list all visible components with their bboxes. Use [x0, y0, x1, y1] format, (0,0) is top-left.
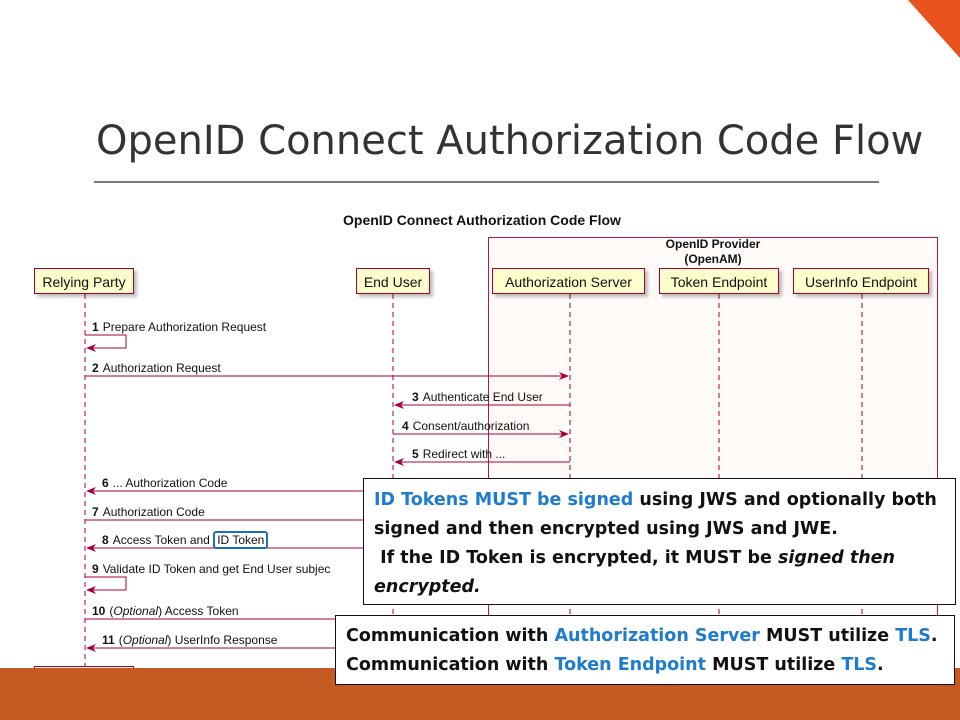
diagram-title: OpenID Connect Authorization Code Flow: [343, 212, 621, 228]
callout1-line3: If the ID Token is encrypted, it MUST be…: [374, 548, 895, 568]
callout-tls-requirement: Communication with Authorization Server …: [335, 615, 955, 685]
id-token-highlight: ID Token: [213, 531, 269, 549]
corner-accent: [908, 0, 960, 58]
participant-end-user: End User: [356, 268, 430, 294]
callout2-line2: Communication with Token Endpoint MUST u…: [346, 655, 884, 675]
title-divider: [94, 181, 879, 183]
callout1-line4: encrypted.: [374, 577, 481, 597]
callout2-line1: Communication with Authorization Server …: [346, 626, 938, 646]
callout-id-token-signing: ID Tokens MUST be signed using JWS and o…: [363, 478, 956, 605]
participant-token-endpoint: Token Endpoint: [659, 268, 779, 294]
participant-relying-party: Relying Party: [34, 268, 134, 294]
message-11-label: 11(Optional) UserInfo Response: [102, 633, 278, 647]
callout1-line1: ID Tokens MUST be signed using JWS and o…: [374, 490, 937, 510]
message-1-arrow: [85, 334, 127, 352]
message-6-label: 6... Authorization Code: [102, 476, 228, 490]
sequence-diagram: OpenID Provider (OpenAM) OpenID Connect …: [26, 208, 938, 716]
callout1-line2: signed and then encrypted using JWS and …: [374, 519, 838, 539]
slide-title: OpenID Connect Authorization Code Flow: [96, 118, 924, 164]
message-9-arrow: [85, 576, 127, 594]
participant-authorization-server: Authorization Server: [492, 268, 645, 294]
provider-group-label: OpenID Provider (OpenAM): [488, 237, 938, 267]
participant-userinfo-endpoint: UserInfo Endpoint: [793, 268, 929, 294]
provider-label-line1: OpenID Provider: [665, 237, 761, 251]
message-10-label: 10(Optional) Access Token: [92, 604, 239, 618]
provider-label-line2: (OpenAM): [684, 252, 742, 266]
